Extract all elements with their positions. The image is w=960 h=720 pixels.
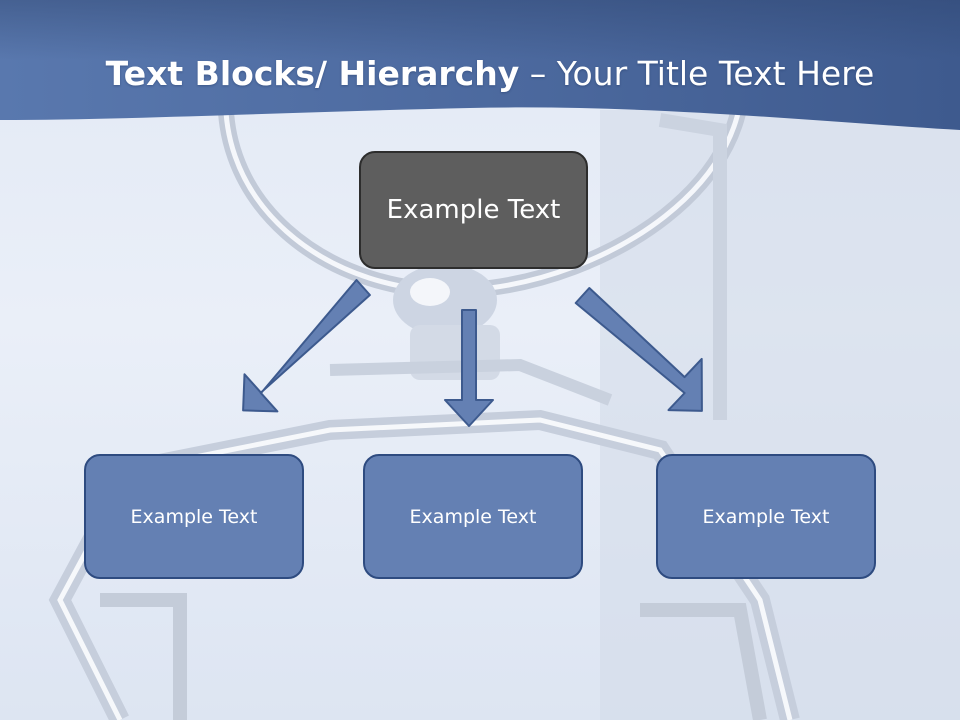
child-box-2-label: Example Text [409, 505, 537, 528]
top-level-box: Example Text [359, 151, 588, 269]
child-box-3-label: Example Text [702, 505, 830, 528]
child-box-3: Example Text [656, 454, 876, 579]
arrow-right [574, 287, 703, 412]
top-level-box-label: Example Text [386, 195, 561, 225]
slide-title: Text Blocks/ Hierarchy – Your Title Text… [0, 54, 960, 93]
title-separator: – [519, 54, 557, 93]
child-box-1: Example Text [84, 454, 304, 579]
child-box-1-label: Example Text [130, 505, 258, 528]
arrow-left [242, 279, 371, 413]
title-regular-part: Your Title Text Here [556, 54, 875, 93]
arrow-down [444, 309, 494, 427]
child-box-2: Example Text [363, 454, 583, 579]
title-bold-part: Text Blocks/ Hierarchy [105, 54, 520, 93]
